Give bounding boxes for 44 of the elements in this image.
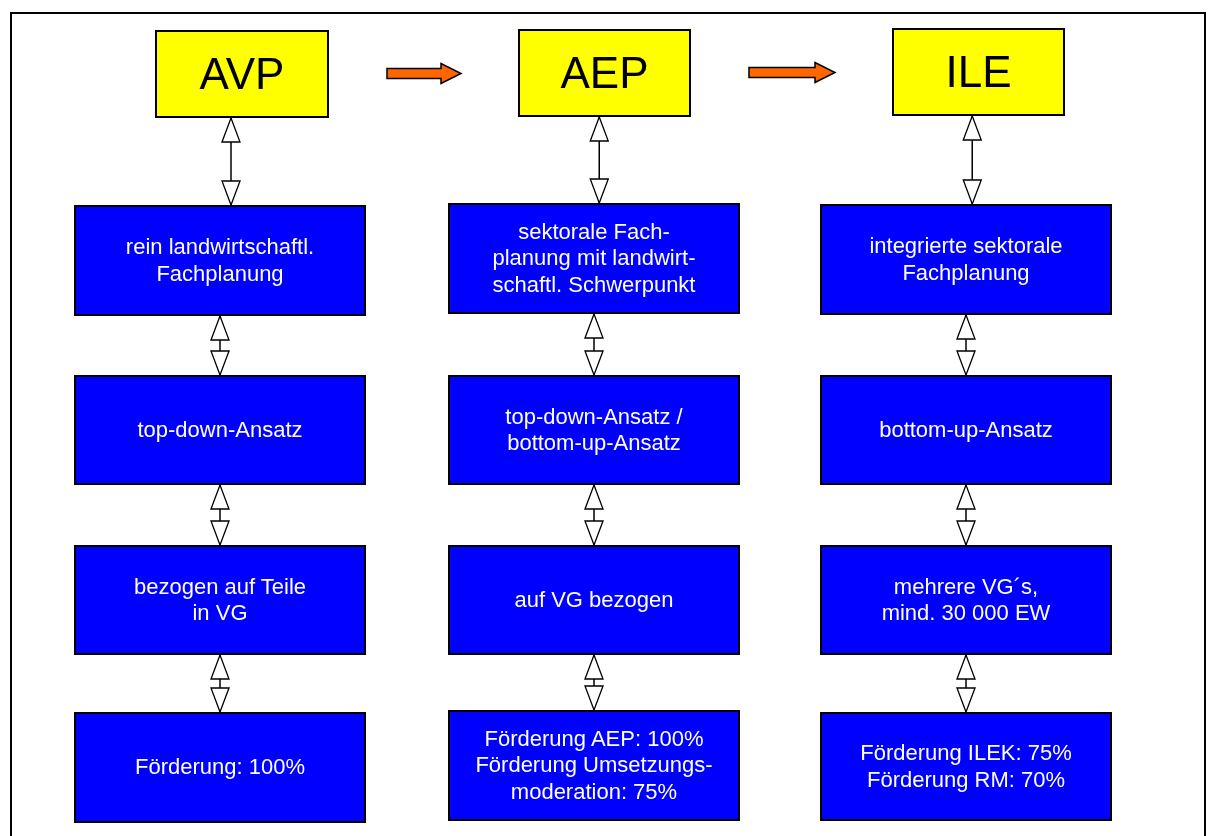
box-label: AEP [560, 48, 649, 98]
process-box [820, 204, 1112, 315]
process-box [820, 375, 1112, 485]
process-box [74, 205, 366, 316]
process-box [448, 203, 740, 314]
double-arrow [956, 654, 976, 713]
double-arrow [589, 116, 609, 204]
double-arrow [956, 314, 976, 376]
process-box [74, 712, 366, 823]
title-box [155, 30, 329, 118]
process-box [820, 712, 1112, 821]
box-label: mehrere VG´s, mind. 30 000 EW [881, 573, 1051, 627]
double-arrow [956, 484, 976, 546]
box-label: sektorale Fach- planung mit landwirt- schaftl. Schwerpunkt [491, 218, 697, 299]
title-box [518, 29, 691, 117]
process-box [448, 545, 740, 655]
box-label: rein landwirtschaftl. Fachplanung [124, 234, 316, 287]
box-label: ILE [945, 47, 1012, 97]
box-label: auf VG bezogen [514, 586, 674, 614]
block-arrow [748, 61, 837, 84]
box-label: top-down-Ansatz / bottom-up-Ansatz [504, 403, 684, 457]
box-label: Förderung: 100% [135, 754, 305, 781]
title-box [892, 28, 1065, 116]
box-label: AVP [199, 49, 285, 99]
double-arrow [584, 654, 604, 711]
double-arrow [962, 115, 982, 205]
block-arrow [386, 62, 463, 85]
double-arrow [221, 117, 241, 206]
box-label: Förderung AEP: 100% Förderung Umsetzungs- moderation: 75% [474, 725, 714, 806]
process-box [448, 710, 740, 821]
double-arrow [210, 654, 230, 713]
box-label: bezogen auf Teile in VG [132, 573, 308, 627]
process-box [74, 545, 366, 655]
box-label: bottom-up-Ansatz [879, 416, 1053, 444]
process-box [74, 375, 366, 485]
double-arrow [210, 484, 230, 546]
box-label: Förderung ILEK: 75% Förderung RM: 70% [859, 740, 1073, 793]
double-arrow [210, 315, 230, 376]
double-arrow [584, 313, 604, 376]
box-label: top-down-Ansatz [137, 416, 303, 444]
process-box [820, 545, 1112, 655]
double-arrow [584, 484, 604, 546]
box-label: integrierte sektorale Fachplanung [868, 233, 1064, 286]
process-box [448, 375, 740, 485]
